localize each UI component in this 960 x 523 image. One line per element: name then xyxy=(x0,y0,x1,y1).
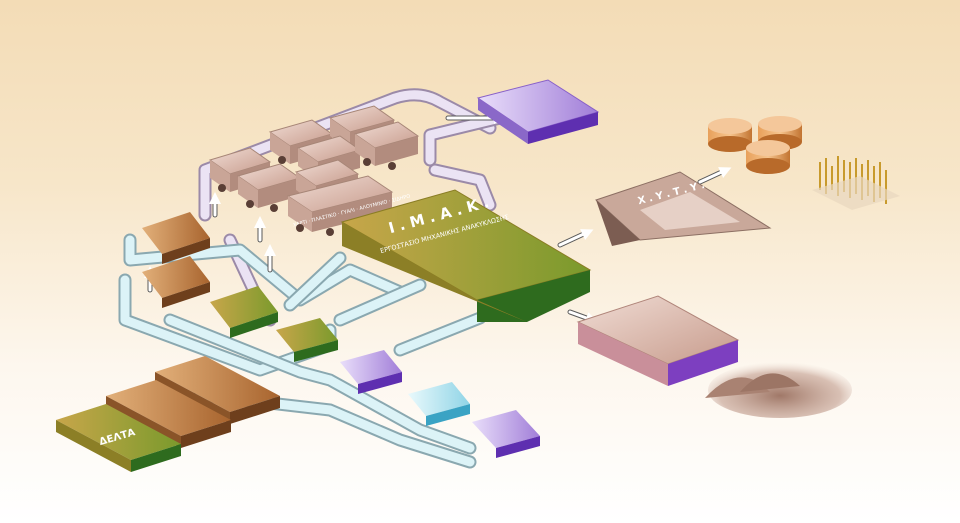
cylinder-1 xyxy=(708,118,752,152)
storage-cylinders xyxy=(708,116,802,174)
blue-pipes xyxy=(118,233,487,469)
olive-block-upper xyxy=(210,286,278,338)
sand-cone-2 xyxy=(740,373,800,392)
xyty-landfill: Χ . Υ . Τ . Υ . xyxy=(595,171,772,246)
brown-block-mid xyxy=(142,256,210,308)
top-lilac-box xyxy=(476,79,600,144)
brown-block-upper xyxy=(142,212,210,264)
imak-block: Ι . Μ . Α . Κ . ΕΡΓΟΣΤΑΣΙΟ ΜΗΧΑΝΙΚΗΣ ΑΝΑ… xyxy=(340,189,592,322)
lilac-block-bottom xyxy=(472,410,540,458)
rod-base xyxy=(812,176,900,210)
sorting-box xyxy=(576,295,740,386)
sand-piles xyxy=(705,362,852,418)
cylinder-3 xyxy=(746,140,790,174)
imak-front xyxy=(477,270,590,322)
lavender-pipes xyxy=(198,88,507,327)
xyty-inner xyxy=(640,192,740,230)
entry-stack: ΔΕΛΤΑ xyxy=(56,356,280,472)
entry-block-delta: ΔΕΛΤΑ xyxy=(56,404,181,472)
truck-4 xyxy=(236,163,302,212)
olive-block-lower xyxy=(276,318,338,362)
left-blocks xyxy=(142,212,540,458)
truck-6 xyxy=(353,121,420,170)
xyty-side xyxy=(596,200,640,246)
lilac-block-small xyxy=(340,350,402,394)
blue-block-small xyxy=(408,382,470,426)
